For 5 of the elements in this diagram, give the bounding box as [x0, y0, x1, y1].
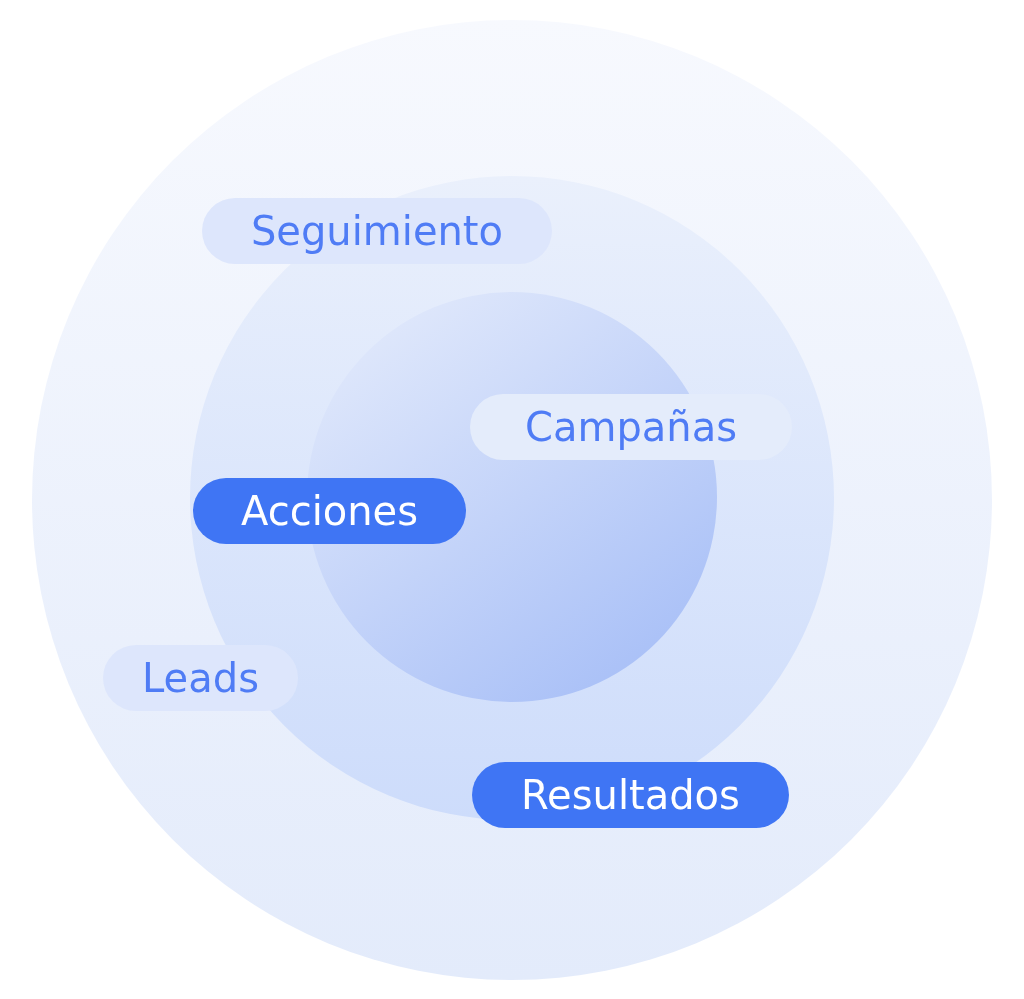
label-pill: Seguimiento: [202, 198, 552, 264]
label-pill: Leads: [103, 645, 298, 711]
label-pill: Resultados: [472, 762, 789, 828]
label-pill: Acciones: [193, 478, 466, 544]
label-pill: Campañas: [470, 394, 792, 460]
